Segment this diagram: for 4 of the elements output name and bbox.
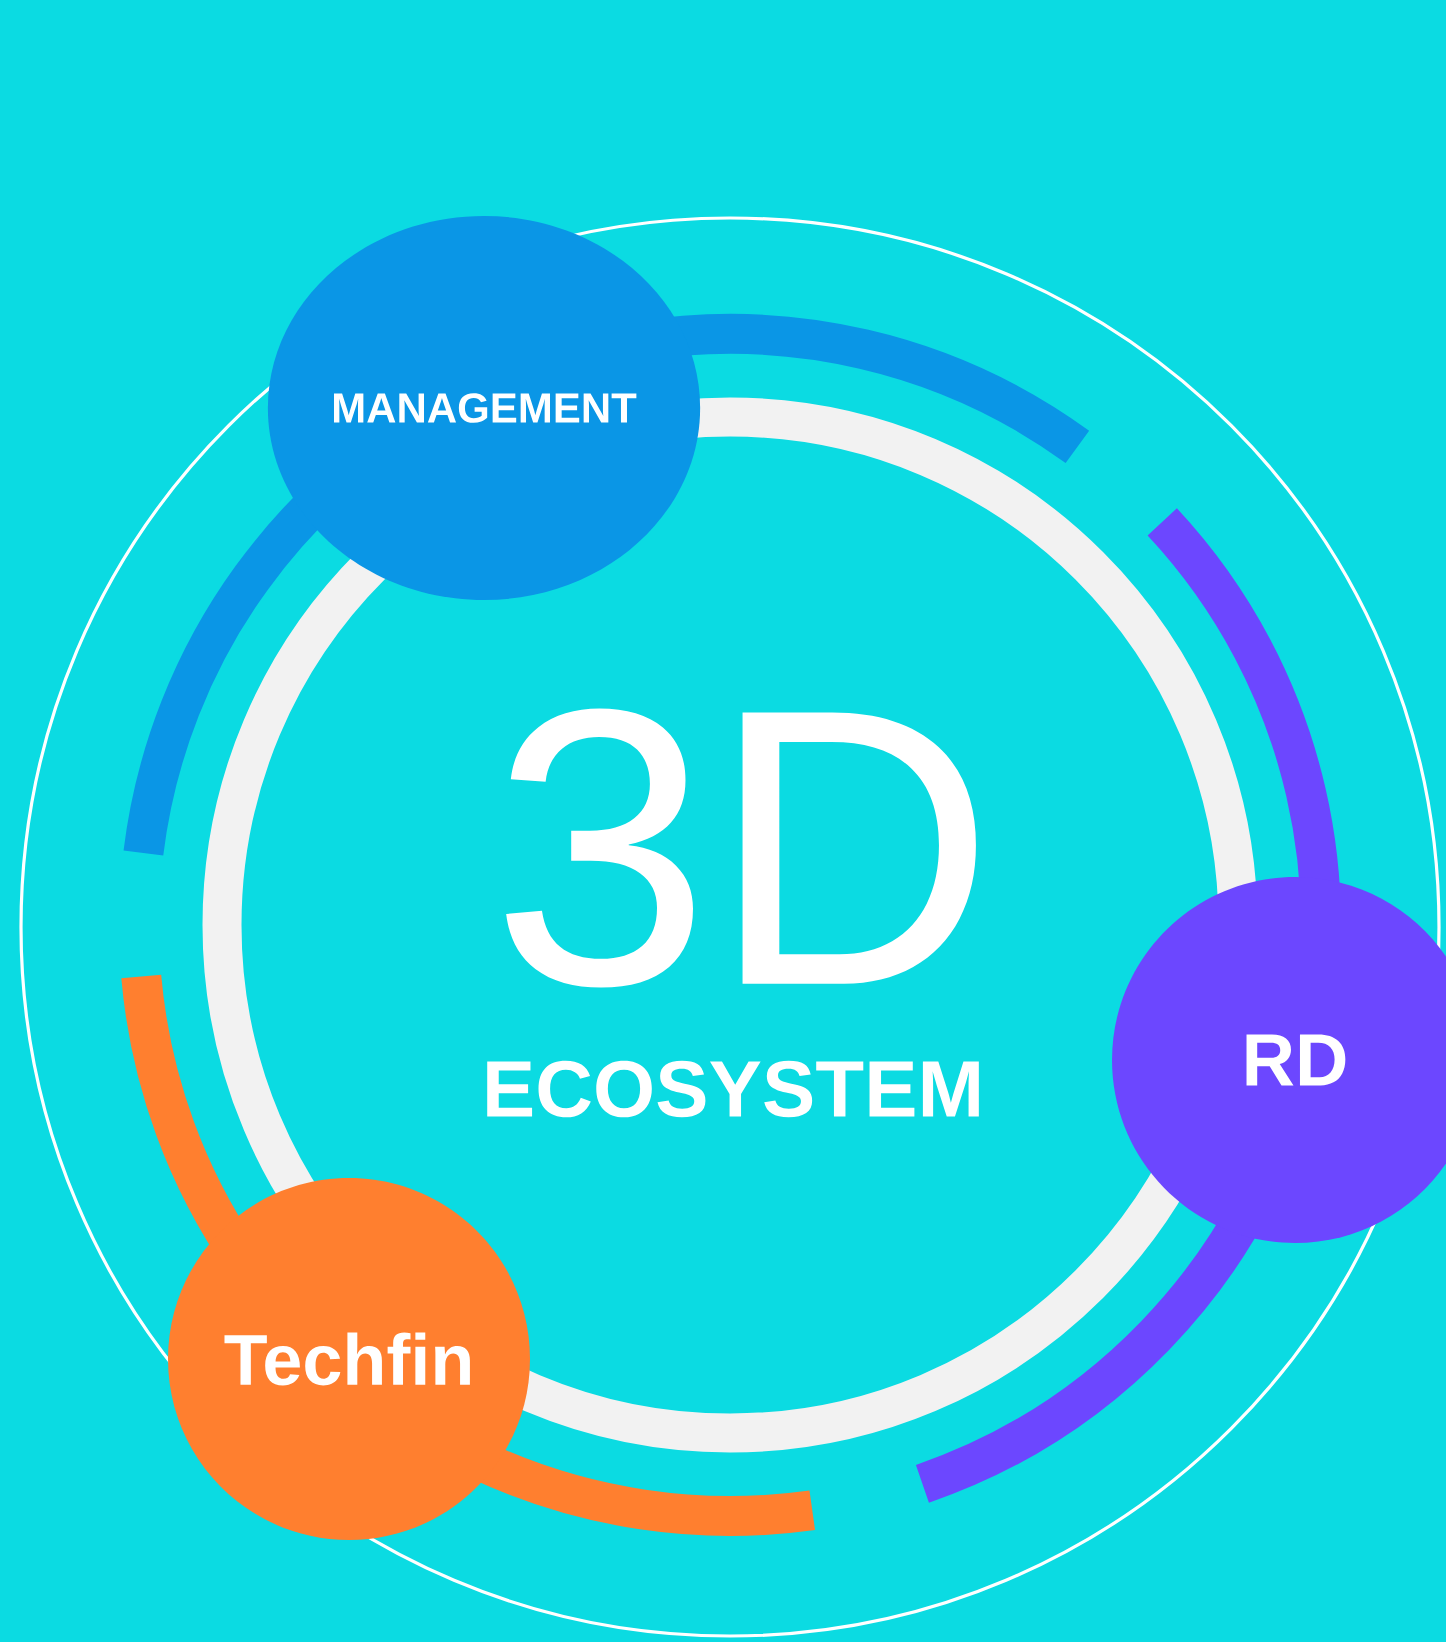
circle-node: MANAGEMENT xyxy=(267,216,701,600)
heading: ECOSYSTEM xyxy=(487,1060,979,1118)
circle-node: Techfin xyxy=(168,1178,530,1540)
large-heading: 3D xyxy=(506,708,976,988)
